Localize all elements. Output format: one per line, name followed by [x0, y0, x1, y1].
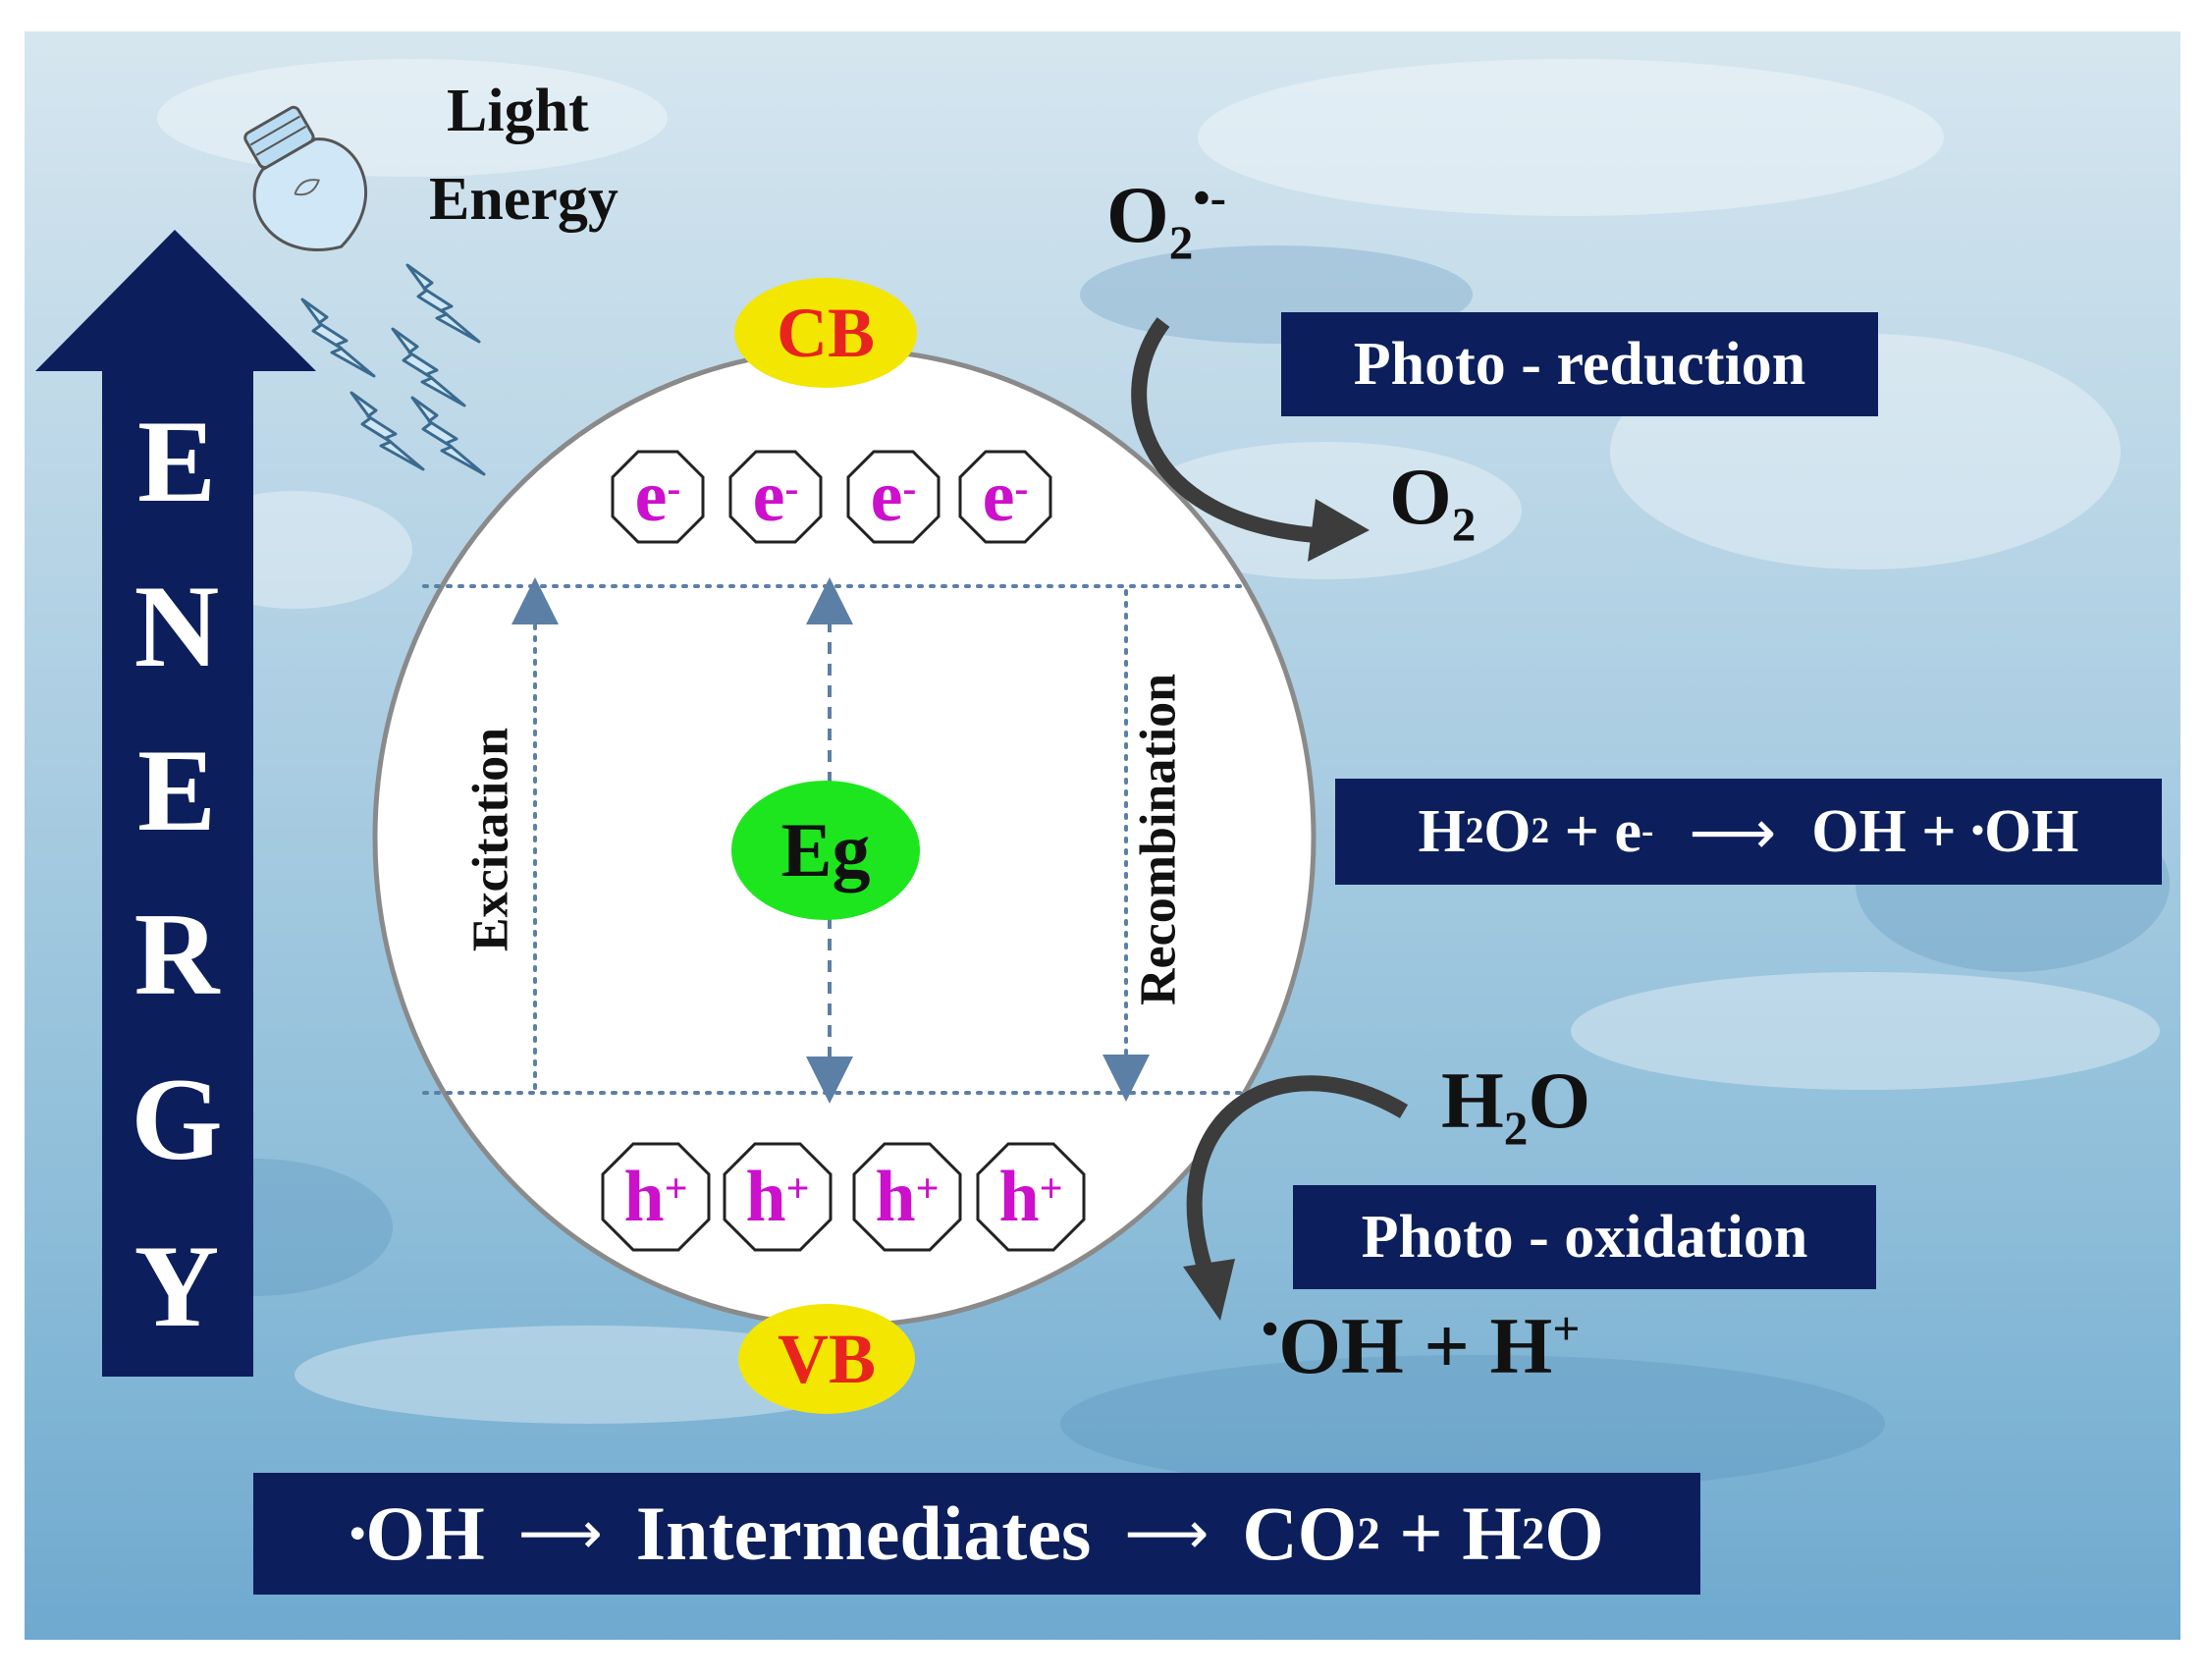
light-label-line2: Energy — [429, 166, 618, 233]
energy-arrow — [35, 230, 316, 1377]
hole-symbol: h — [745, 1156, 786, 1237]
hole-symbol: h — [623, 1156, 665, 1237]
light-bulb-icon — [243, 105, 368, 251]
eg-badge: Eg — [731, 781, 920, 920]
electron: e- — [728, 450, 823, 544]
electron-symbol: e — [870, 456, 903, 537]
hole: h+ — [852, 1142, 962, 1252]
reaction-arrow: ⟶ — [517, 1499, 603, 1568]
cb-label: CB — [776, 293, 876, 372]
lightning-bolt-icon — [405, 263, 481, 344]
hole: h+ — [723, 1142, 833, 1252]
vb-label: VB — [777, 1319, 877, 1398]
hole: h+ — [601, 1142, 711, 1252]
water-molecule: H2O — [1441, 1056, 1591, 1156]
hole: h+ — [976, 1142, 1086, 1252]
electron: e- — [846, 450, 941, 544]
vb-badge: VB — [738, 1304, 915, 1414]
excitation-label: Excitation — [462, 727, 519, 952]
reaction-arrow: ⟶ — [1689, 795, 1777, 868]
photo-reduction-label: Photo - reduction — [1353, 330, 1806, 398]
eg-label: Eg — [780, 807, 871, 893]
energy-letter: E — [136, 725, 217, 855]
reduction-arrow-head — [1308, 499, 1370, 562]
photo-reduction-box: Photo - reduction — [1281, 312, 1878, 416]
oxygen-molecule: O2 — [1389, 452, 1477, 552]
oxidation-arrow-head — [1183, 1259, 1235, 1321]
photo-oxidation-box: Photo - oxidation — [1293, 1185, 1876, 1289]
electron: e- — [611, 450, 705, 544]
lightning-bolt-icon — [350, 391, 425, 471]
hole-symbol: h — [875, 1156, 916, 1237]
lightning-bolts — [300, 263, 486, 476]
cb-badge: CB — [734, 278, 917, 388]
photo-oxidation-label: Photo - oxidation — [1361, 1203, 1808, 1271]
energy-letter: G — [131, 1054, 223, 1184]
energy-letter: R — [134, 889, 220, 1019]
electron-symbol: e — [752, 456, 785, 537]
recombination-label: Recombination — [1130, 674, 1187, 1005]
lightning-bolt-icon — [300, 298, 376, 378]
electron-symbol: e — [982, 456, 1015, 537]
hole-symbol: h — [998, 1156, 1040, 1237]
electron-symbol: e — [634, 456, 668, 537]
energy-letter: E — [136, 396, 217, 526]
electron: e- — [958, 450, 1052, 544]
lightning-bolt-icon — [391, 327, 466, 407]
lightning-bolt-icon — [410, 396, 486, 476]
oxidation-curved-arrow — [1186, 1075, 1409, 1279]
energy-letter: N — [134, 561, 220, 691]
light-label-line1: Light — [447, 78, 589, 144]
superoxide-radical: O2•- — [1106, 170, 1226, 270]
hydroxyl-radical-product: •OH + H+ — [1262, 1301, 1581, 1390]
reaction-arrow: ⟶ — [1124, 1499, 1210, 1568]
energy-letter: Y — [134, 1220, 220, 1351]
reduction-curved-arrow — [1131, 317, 1317, 543]
